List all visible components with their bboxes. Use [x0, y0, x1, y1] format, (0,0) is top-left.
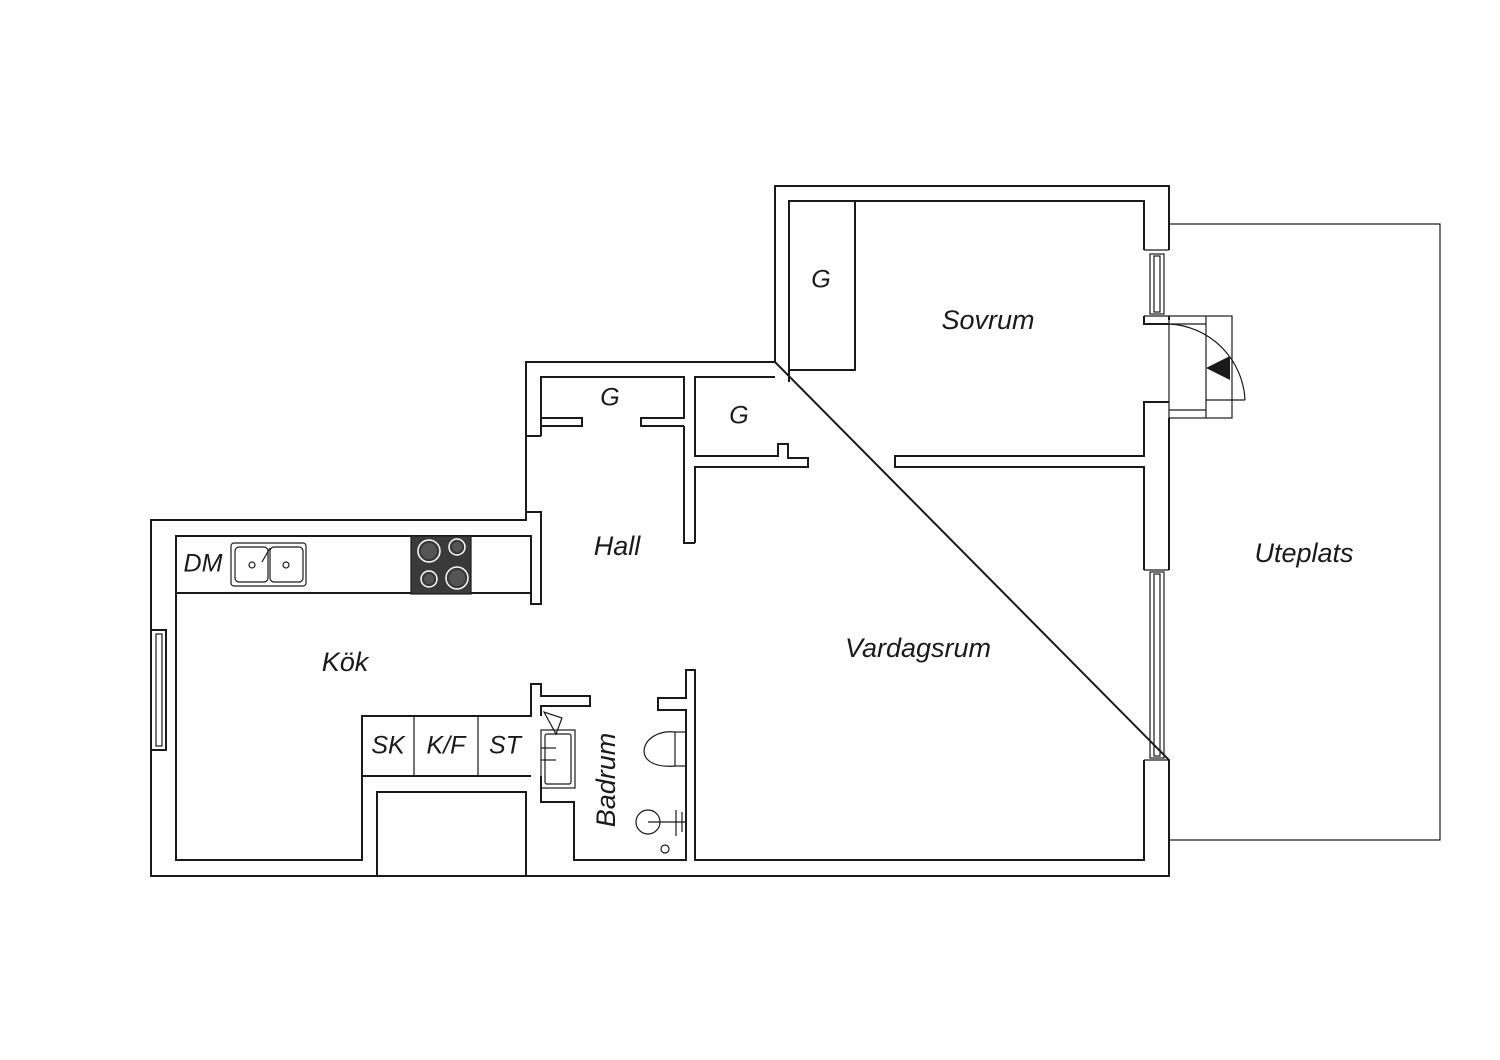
outer-shell: [150, 185, 1170, 877]
room-label-sovrum: Sovrum: [941, 305, 1034, 335]
appliance-label-kf: K/F: [427, 732, 468, 760]
entry-door-icon: [1168, 315, 1246, 419]
closet-label-hall-right: G: [729, 402, 748, 430]
kitchen-sink-icon: [230, 542, 307, 587]
appliance-label-sk: SK: [371, 732, 406, 760]
closet-label-bedroom: G: [811, 266, 830, 294]
bathroom-sink-icon: [540, 710, 576, 789]
appliance-label-st: ST: [489, 732, 523, 760]
room-label-badrum: Badrum: [591, 733, 621, 828]
appliance-label-dm: DM: [184, 550, 223, 578]
room-label-uteplats: Uteplats: [1254, 538, 1353, 568]
room-label-kok: Kök: [322, 647, 370, 677]
inner-walls: [151, 200, 1169, 861]
outer-walls: [150, 185, 1170, 877]
room-label-hall: Hall: [594, 531, 642, 561]
kitchen-cabinets: [413, 716, 479, 776]
toilet-icon: [643, 731, 687, 767]
stove-icon: [410, 535, 472, 595]
patio-outline: [1169, 223, 1441, 841]
shower-icon: [635, 809, 686, 854]
room-label-vardagsrum: Vardagsrum: [845, 633, 991, 663]
closet-label-hall-left: G: [600, 384, 619, 412]
